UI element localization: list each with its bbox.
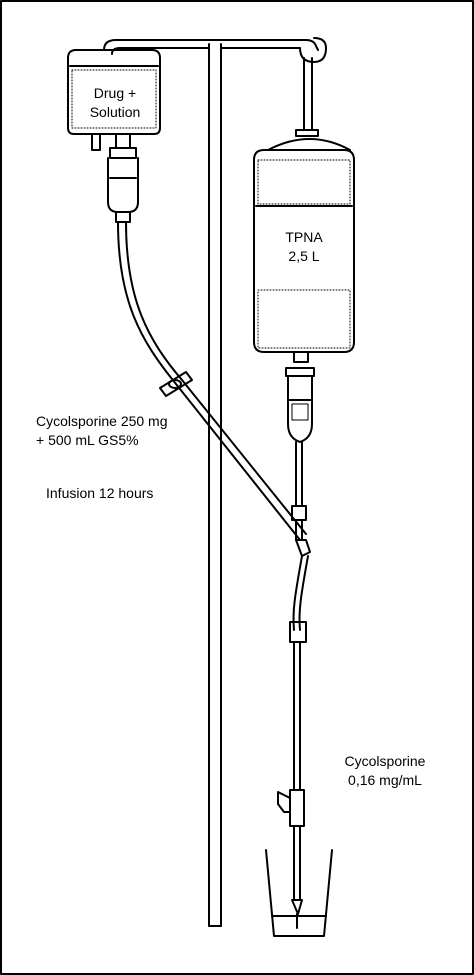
concentration-line1: Cycolsporine <box>344 753 426 769</box>
concentration-annotation: Cycolsporine 0,16 mg/mL <box>322 752 448 790</box>
large-bag-label-line2: 2,5 L <box>288 248 320 264</box>
small-bag-label-line2: Solution <box>89 104 141 120</box>
slide-clamp <box>289 621 307 661</box>
tpna-line-tubing <box>291 441 307 541</box>
needle <box>291 825 303 929</box>
small-bag-label-line1: Drug + <box>93 85 137 101</box>
large-bag-label-line1: TPNA <box>285 229 323 245</box>
infusion-duration-annotation: Infusion 12 hours <box>46 485 154 501</box>
roller-clamp <box>159 371 193 397</box>
dose-line1: Cycolsporine 250 mg <box>36 413 168 429</box>
collection-beaker <box>265 849 333 937</box>
large-infusion-bag <box>253 138 355 363</box>
small-infusion-bag <box>67 49 161 159</box>
dose-annotation: Cycolsporine 250 mg + 500 mL GS5% <box>36 412 168 450</box>
large-drip-chamber <box>285 367 315 443</box>
dose-line2: + 500 mL GS5% <box>36 432 139 448</box>
iv-pole <box>103 39 319 927</box>
injection-port <box>277 789 305 827</box>
concentration-line2: 0,16 mg/mL <box>348 772 422 788</box>
lower-tubing <box>293 659 301 791</box>
bag-hook <box>295 37 327 137</box>
y-connector <box>292 539 311 631</box>
large-bag-label: TPNA 2,5 L <box>262 228 346 266</box>
small-drip-chamber <box>107 157 139 223</box>
cyclosporine-line-tubing <box>117 221 307 541</box>
small-bag-label: Drug + Solution <box>72 84 158 122</box>
